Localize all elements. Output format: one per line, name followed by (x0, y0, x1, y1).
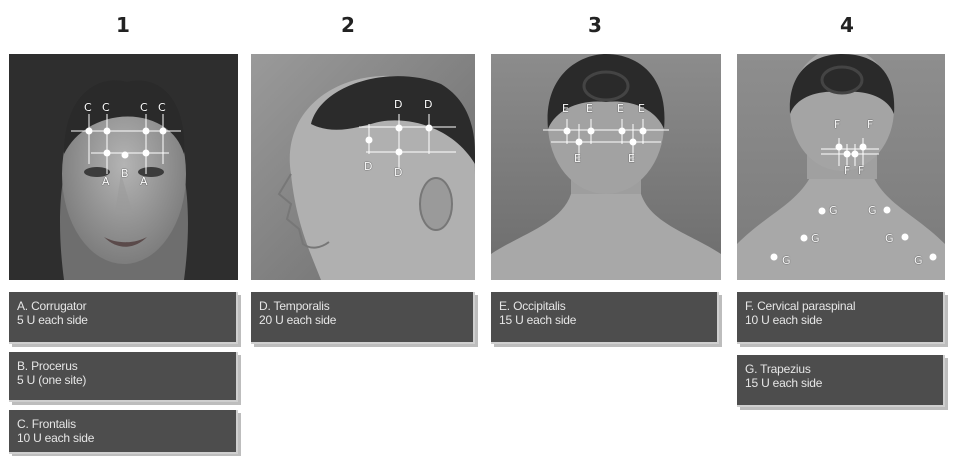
info-box-occipitalis: E. Occipitalis 15 U each side (491, 292, 719, 344)
box-dose: 5 U each side (17, 313, 228, 327)
site-label-f: F (858, 164, 864, 177)
site-label-a: A (140, 175, 148, 188)
box-title: D. Temporalis (259, 299, 465, 313)
panel-back-of-head: E E E E E E (491, 54, 721, 280)
site-label-c: C (84, 101, 92, 114)
box-title: E. Occipitalis (499, 299, 709, 313)
box-title: G. Trapezius (745, 362, 935, 376)
back-head-illustration (491, 54, 721, 280)
site-label-d: D (394, 166, 402, 179)
site-label-c: C (102, 101, 110, 114)
site-label-g: G (868, 204, 877, 217)
site-label-e: E (562, 102, 569, 115)
info-box-corrugator: A. Corrugator 5 U each side (9, 292, 238, 344)
panel-number-1: 1 (116, 13, 130, 37)
site-label-d: D (364, 160, 372, 173)
site-label-a: A (102, 175, 110, 188)
neck-shoulders-illustration (737, 54, 945, 280)
site-label-c: C (158, 101, 166, 114)
info-box-cervical-paraspinal: F. Cervical paraspinal 10 U each side (737, 292, 945, 344)
box-title: F. Cervical paraspinal (745, 299, 935, 313)
info-box-temporalis: D. Temporalis 20 U each side (251, 292, 475, 344)
site-label-e: E (638, 102, 645, 115)
box-dose: 5 U (one site) (17, 373, 228, 387)
site-label-g: G (914, 254, 923, 267)
box-dose: 10 U each side (17, 431, 228, 445)
site-label-d: D (394, 98, 402, 111)
box-dose: 15 U each side (745, 376, 935, 390)
panel-number-3: 3 (588, 13, 602, 37)
site-label-e: E (617, 102, 624, 115)
site-label-e: E (586, 102, 593, 115)
box-title: A. Corrugator (17, 299, 228, 313)
box-title: C. Frontalis (17, 417, 228, 431)
site-label-f: F (844, 164, 850, 177)
site-label-c: C (140, 101, 148, 114)
side-head-illustration (251, 54, 475, 280)
site-label-e: E (574, 152, 581, 165)
site-label-g: G (885, 232, 894, 245)
site-label-g: G (782, 254, 791, 267)
panel-neck-shoulders: F F F F G G G G G G (737, 54, 945, 280)
panel-number-2: 2 (341, 13, 355, 37)
box-dose: 10 U each side (745, 313, 935, 327)
site-label-d: D (424, 98, 432, 111)
box-title: B. Procerus (17, 359, 228, 373)
site-label-g: G (829, 204, 838, 217)
site-label-f: F (867, 118, 873, 131)
site-label-b: B (121, 167, 129, 180)
site-label-f: F (834, 118, 840, 131)
box-dose: 20 U each side (259, 313, 465, 327)
box-dose: 15 U each side (499, 313, 709, 327)
panel-number-4: 4 (840, 13, 854, 37)
panel-frontal-face: C C C C A B A (9, 54, 238, 280)
site-label-e: E (628, 152, 635, 165)
info-box-trapezius: G. Trapezius 15 U each side (737, 355, 945, 407)
panel-side-head: D D D D (251, 54, 475, 280)
info-box-procerus: B. Procerus 5 U (one site) (9, 352, 238, 402)
info-box-frontalis: C. Frontalis 10 U each side (9, 410, 238, 454)
site-label-g: G (811, 232, 820, 245)
